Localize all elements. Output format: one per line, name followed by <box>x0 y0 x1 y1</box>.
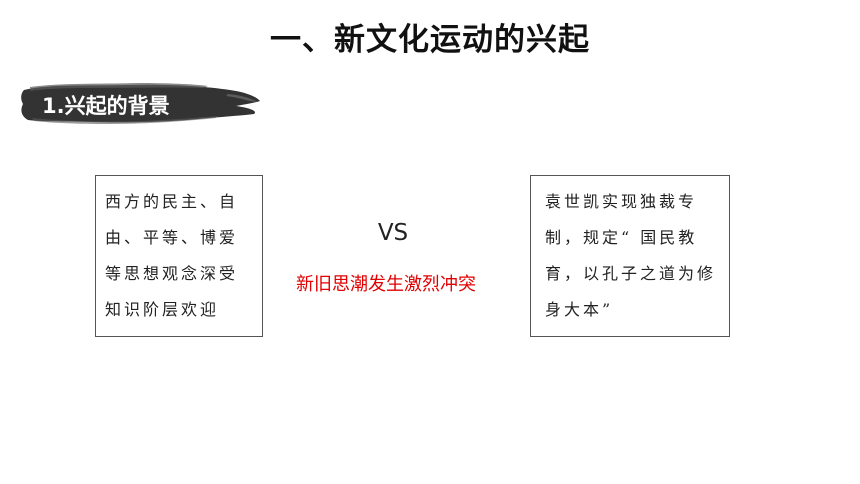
section-banner: 1.兴起的背景 <box>18 80 263 128</box>
ink-brush-stroke-decoration <box>21 83 260 124</box>
section-heading: 1.兴起的背景 <box>42 94 170 118</box>
conflict-caption: 新旧思潮发生激烈冲突 <box>296 274 476 295</box>
slide-title: 一、新文化运动的兴起 <box>270 22 590 58</box>
vs-label: VS <box>377 220 409 246</box>
yuan-shikai-box: 袁世凯实现独裁专制，规定“ 国民教育，以孔子之道为修身大本” <box>530 175 730 337</box>
western-ideas-box: 西方的民主、自由、平等、博爱等思想观念深受知识阶层欢迎 <box>95 175 263 337</box>
